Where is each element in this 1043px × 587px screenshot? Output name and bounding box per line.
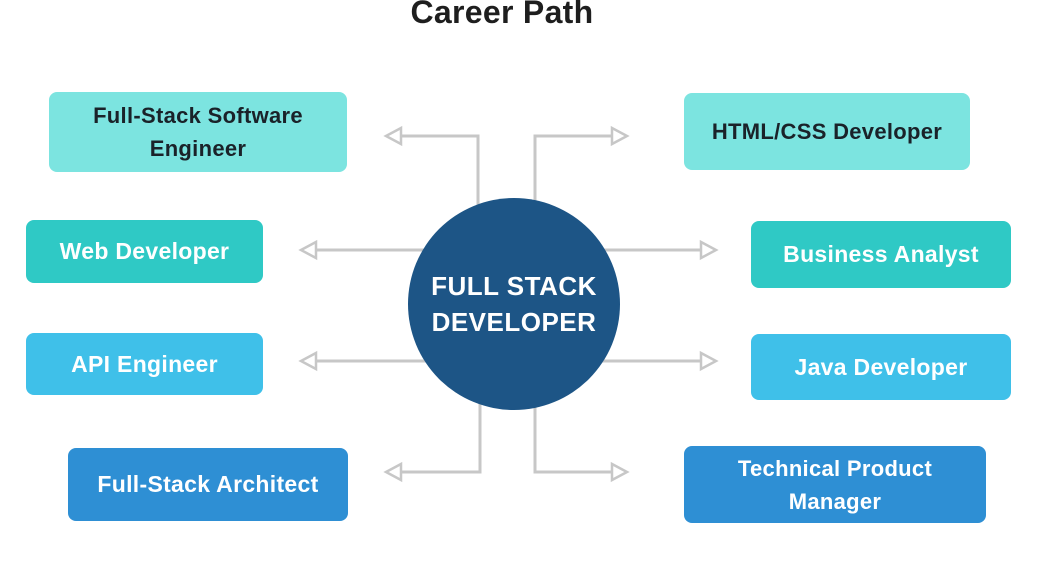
arrowhead-right-icon bbox=[699, 239, 719, 261]
node-html-css-developer: HTML/CSS Developer bbox=[684, 93, 970, 170]
node-full-stack-developer: FULL STACK DEVELOPER bbox=[408, 198, 620, 410]
node-java-developer: Java Developer bbox=[751, 334, 1011, 400]
arrowhead-left-icon bbox=[298, 239, 318, 261]
node-business-analyst: Business Analyst bbox=[751, 221, 1011, 288]
arrowhead-right-icon bbox=[610, 125, 630, 147]
node-full-stack-software-engineer: Full-Stack Software Engineer bbox=[49, 92, 347, 172]
node-technical-product-manager: Technical Product Manager bbox=[684, 446, 986, 523]
node-api-engineer: API Engineer bbox=[26, 333, 263, 395]
arrowhead-left-icon bbox=[298, 350, 318, 372]
arrowhead-left-icon bbox=[383, 125, 403, 147]
center-node-label: FULL STACK DEVELOPER bbox=[431, 270, 597, 337]
arrowhead-right-icon bbox=[610, 461, 630, 483]
node-full-stack-architect: Full-Stack Architect bbox=[68, 448, 348, 521]
page-title: Career Path bbox=[410, 0, 594, 30]
node-web-developer: Web Developer bbox=[26, 220, 263, 283]
arrowhead-right-icon bbox=[699, 350, 719, 372]
arrowhead-left-icon bbox=[383, 461, 403, 483]
